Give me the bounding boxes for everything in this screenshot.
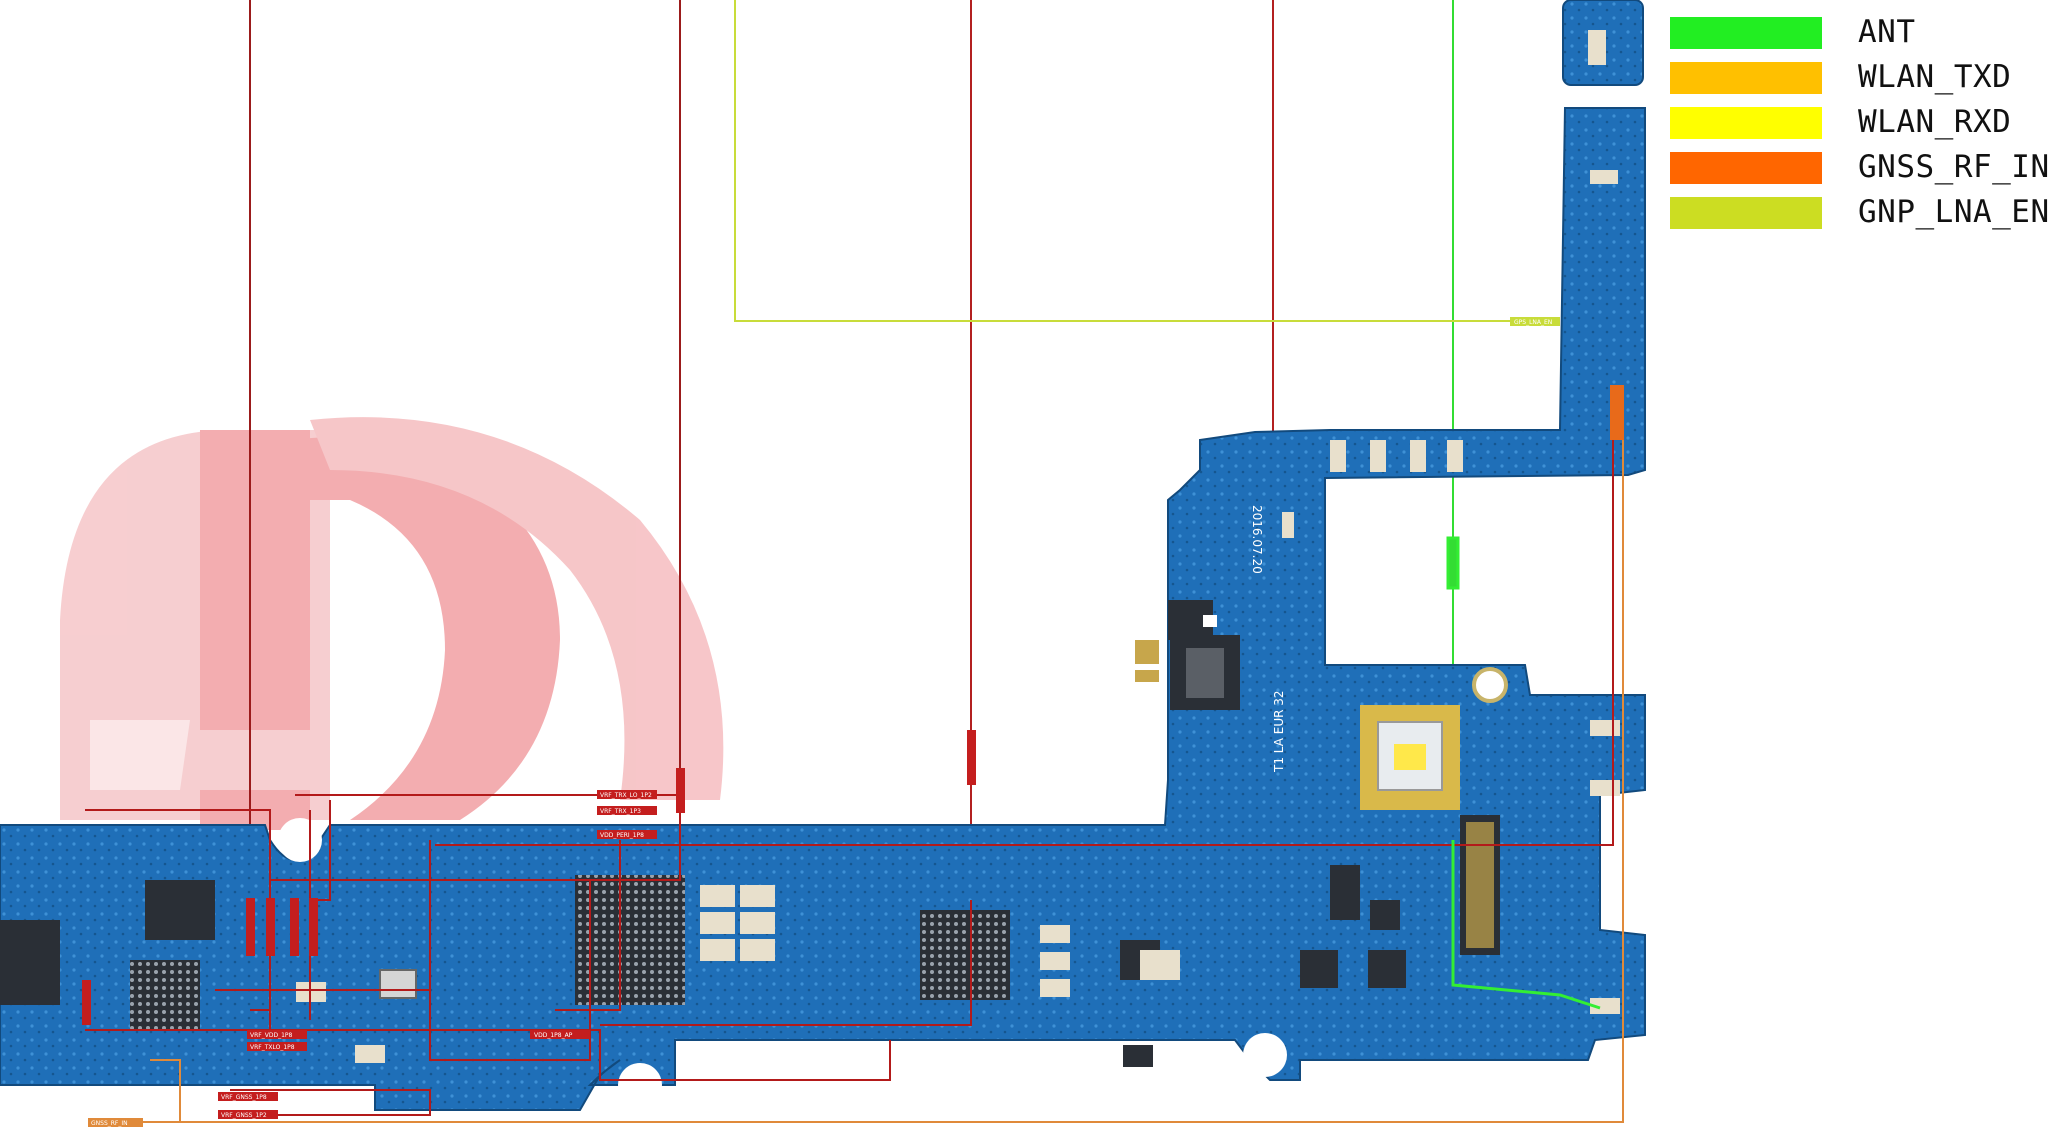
legend-item-wlan-txd: WLAN_TXD	[1670, 57, 2050, 102]
net-tag-vrf-vdd: VRF_VDD_1P8	[250, 1032, 293, 1039]
legend-item-ant: ANT	[1670, 12, 2050, 57]
net-tag-vrf-gnss-1p8: VRF_GNSS_1P8	[221, 1094, 267, 1101]
net-tags: GPS_LNA_EN VRF_TRX_LO_1P2 VRF_TRX_1P3 VD…	[82, 317, 1624, 1127]
ant-trace	[1446, 536, 1601, 1010]
legend-item-gnss-rf-in: GNSS_RF_IN	[1670, 147, 2050, 192]
pcb-board: 2016.07.20 T1 LA EUR 32	[0, 0, 1646, 1111]
net-tag-vrf-trx: VRF_TRX_1P3	[600, 808, 641, 815]
legend-swatch-ant	[1670, 17, 1822, 49]
net-tag-vrf-txlo: VRF_TXLO_1P8	[250, 1044, 295, 1051]
net-tag-vrf-trx-lo: VRF_TRX_LO_1P2	[600, 792, 652, 799]
legend-item-gnp-lna-en: GNP_LNA_EN	[1670, 192, 2050, 237]
net-tag-gps-lna-en: GPS_LNA_EN	[1514, 319, 1552, 326]
legend-label-gnss-rf-in: GNSS_RF_IN	[1858, 149, 2050, 185]
legend-label-gnp-lna-en: GNP_LNA_EN	[1858, 194, 2050, 230]
net-tag-vdd-peri: VDD_PERI_1P8	[600, 832, 644, 839]
board-silkscreen-code: T1 LA EUR 32	[1272, 690, 1286, 773]
net-tag-gnss-rf-in: GNSS_RF_IN	[91, 1120, 128, 1127]
legend-label-ant: ANT	[1858, 14, 1916, 50]
board-date-marking: 2016.07.20	[1250, 505, 1264, 574]
legend: ANT WLAN_TXD WLAN_RXD GNSS_RF_IN GNP_LNA…	[1670, 12, 2050, 237]
legend-swatch-gnp-lna-en	[1670, 197, 1822, 229]
watermark-logo	[60, 417, 724, 830]
legend-label-wlan-txd: WLAN_TXD	[1858, 59, 2012, 95]
legend-swatch-wlan-txd	[1670, 62, 1822, 94]
legend-swatch-gnss-rf-in	[1670, 152, 1822, 184]
legend-swatch-wlan-rxd	[1670, 107, 1822, 139]
gnss-trace	[100, 395, 1624, 1123]
legend-label-wlan-rxd: WLAN_RXD	[1858, 104, 2012, 140]
net-tag-vdd-ap-1: VDD_1P8_AP	[534, 1032, 573, 1039]
net-tag-vrf-gnss-1p2: VRF_GNSS_1P2	[221, 1112, 267, 1119]
legend-item-wlan-rxd: WLAN_RXD	[1670, 102, 2050, 147]
